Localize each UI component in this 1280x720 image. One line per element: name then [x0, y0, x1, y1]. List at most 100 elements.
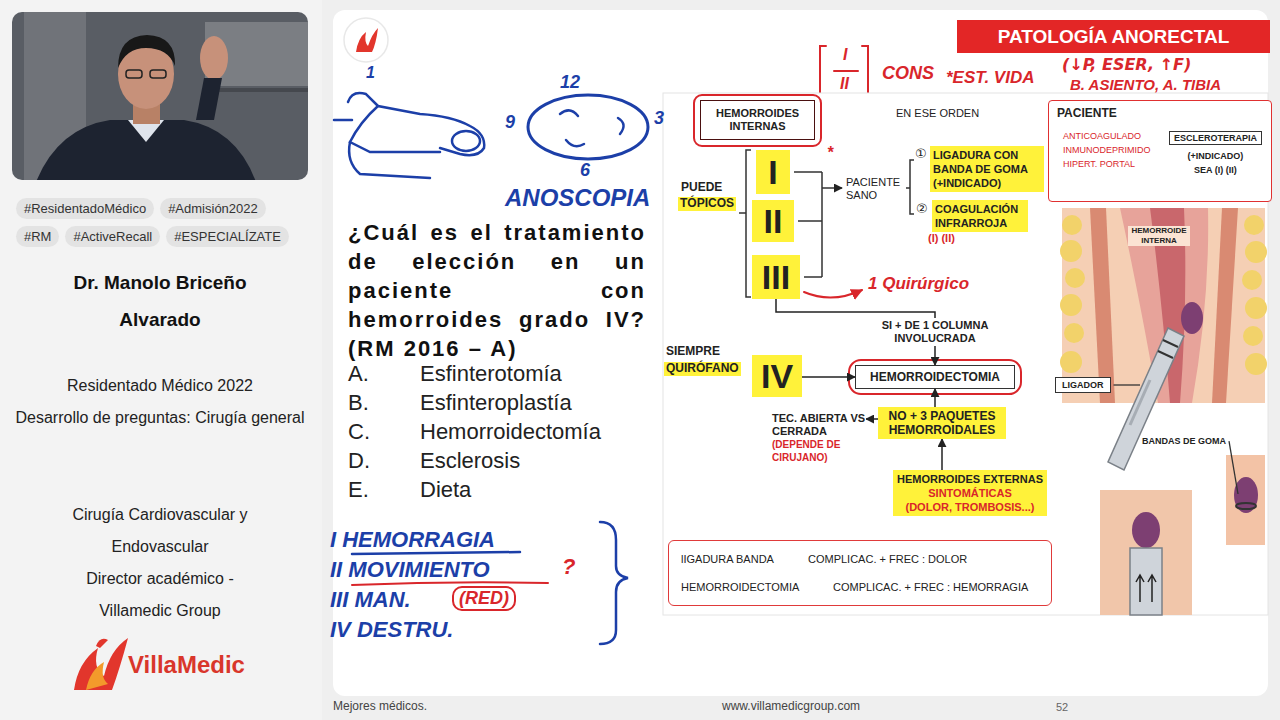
handwritten-sketch — [334, 119, 352, 122]
option-text: Dieta — [420, 476, 471, 504]
handwritten-mark — [834, 70, 858, 72]
arrow-line — [1229, 441, 1238, 494]
webcam-image — [200, 36, 228, 80]
grade-numeral: IV — [752, 355, 802, 397]
anatomy-illustration — [1090, 208, 1115, 403]
ligator-device — [1108, 328, 1184, 470]
handwritten-sketch — [560, 110, 578, 116]
part-label-box-text: LIGADOR — [1062, 380, 1104, 390]
band-detail-image — [1226, 455, 1265, 545]
option-letter: E. — [348, 476, 369, 504]
risk-patient-box-text: INMUNODEPRIMIDO — [1063, 145, 1151, 155]
webcam-image — [118, 35, 175, 68]
treatment-option-text: LIGADURA CON BANDA DE GOMA (+INDICADO) — [933, 148, 1041, 190]
band-detail-image — [1226, 455, 1265, 545]
grade-numeral-text: IV — [761, 357, 793, 396]
technique-note-text: (DEPENDE DE CIRUJANO) — [772, 438, 866, 464]
handwritten-note: B. ASIENTO, A. TIBIA — [1070, 76, 1221, 93]
treatment-option: LIGADURA CON BANDA DE GOMA (+INDICADO) — [930, 146, 1044, 192]
indication-box-text: SINTOMÁTICAS — [928, 486, 1012, 500]
brand-logo — [74, 638, 128, 690]
bracket-line — [822, 187, 842, 189]
handwritten-note: CONS — [882, 63, 934, 84]
ligation-detail-image — [1130, 548, 1162, 615]
option-text: Esfinterotomía — [420, 360, 562, 388]
bracket-line — [739, 212, 746, 214]
arrow-line — [1114, 384, 1141, 385]
complication-box: lIGADURA BANDACOMPLICAC. + FREC : DOLORH… — [668, 540, 1052, 606]
diagram-note: PUEDE — [681, 181, 722, 195]
band-detail-image — [1234, 477, 1258, 513]
grade-numeral: I — [756, 150, 790, 194]
hashtag-pill: #ESPECIALÍZATE — [166, 226, 289, 247]
part-label: HEMORROIDE INTERNA — [1128, 226, 1190, 246]
risk-patient-box-text: ANTICOAGULADO — [1063, 131, 1141, 141]
handwritten-sketch — [566, 140, 584, 146]
procedure-box-text: HEMORROIDECTOMIA — [870, 370, 1000, 384]
risk-patient-box-text: PACIENTE — [1057, 107, 1117, 121]
left-panel — [0, 0, 322, 720]
highlighted-note: TÓPICOS — [678, 197, 736, 211]
treatment-box: ESCLEROTERAPIA — [1169, 131, 1262, 145]
grade-numeral-text: II — [764, 202, 783, 241]
option-text: Hemorroidectomía — [420, 418, 601, 446]
flow-arrow — [802, 376, 855, 378]
criterion-box: NO + 3 PAQUETES HEMORROIDALES — [878, 407, 1006, 439]
slide-logo — [356, 28, 378, 52]
anatomy-illustration — [1065, 268, 1085, 288]
bracket-line — [746, 150, 751, 297]
category-box: HEMORROIDES INTERNAS — [700, 100, 815, 140]
course-line: Residentado Médico 2022 — [10, 370, 310, 402]
webcam-image — [196, 78, 222, 120]
handwritten-sketch — [352, 552, 520, 554]
role-line: Director académico - Villamedic Group — [50, 563, 270, 627]
category-box-text: HEMORROIDES INTERNAS — [705, 107, 810, 133]
handwritten-note: 1 Quirúrgico — [868, 274, 969, 294]
anatomy-illustration — [1060, 351, 1082, 373]
indication-box-text: HEMORROIDES EXTERNAS — [897, 472, 1043, 486]
anatomy-illustration — [1064, 323, 1084, 343]
clock-number: 6 — [580, 160, 590, 181]
webcam-image — [36, 120, 256, 180]
risk-patient-box-text: (+INDICADO) — [1188, 151, 1244, 161]
procedure-box: HEMORROIDECTOMIA — [855, 365, 1015, 389]
brand-logo — [96, 639, 108, 648]
handwritten-note: I — [843, 46, 847, 64]
grade-note: (I) (II) — [928, 232, 955, 245]
criterion-box-text: NO + 3 PAQUETES HEMORROIDALES — [881, 409, 1003, 437]
presenter-name: Dr. Manolo Briceño Alvarado — [45, 264, 275, 338]
hashtag-pill-text: #ResidentadoMédico — [24, 201, 146, 216]
anatomy-illustration — [1212, 208, 1238, 403]
brand-logo — [86, 662, 108, 690]
option-letter: B. — [348, 389, 369, 417]
ligation-detail-image — [1100, 490, 1192, 615]
handwritten-mark — [820, 46, 826, 98]
option-text: Esfinteroplastía — [420, 389, 572, 417]
option-text: Esclerosis — [420, 447, 520, 475]
grade-numeral: II — [752, 200, 794, 242]
brand-name: VillaMedic — [128, 651, 245, 679]
webcam-image — [150, 70, 166, 78]
treatment-option-text: COAGULACIÓN INFRARROJA — [935, 202, 1025, 230]
handwritten-sketch — [350, 106, 440, 152]
flow-arrow — [934, 389, 936, 407]
part-label-box: LIGADOR — [1055, 377, 1111, 393]
clock-number: 12 — [560, 72, 580, 93]
highlighted-note: QUIRÓFANO — [664, 362, 741, 376]
grade-numeral-text: III — [762, 258, 790, 297]
hashtag-pill: #RM — [16, 226, 59, 247]
hashtag-pill: #ActiveRecall — [65, 226, 160, 247]
footer-text: www.villamedicgroup.com — [722, 700, 860, 714]
risk-patient-box: PACIENTEANTICOAGULADOINMUNODEPRIMIDOHIPE… — [1048, 100, 1272, 202]
handwritten-note: I HEMORRAGIA — [330, 527, 495, 552]
anatomy-illustration — [1242, 270, 1262, 290]
handwritten-mark — [694, 95, 1021, 394]
indication-box: HEMORROIDES EXTERNASSINTOMÁTICAS(DOLOR, … — [893, 470, 1047, 516]
anatomy-illustration — [1181, 302, 1203, 334]
anatomy-illustration — [1060, 240, 1082, 262]
slide-logo — [344, 18, 388, 62]
clock-number: 3 — [654, 108, 664, 129]
handwritten-note: II MOVIMIENTO — [330, 557, 490, 582]
anatomy-illustration — [1243, 326, 1263, 346]
brand-logo — [74, 638, 128, 690]
